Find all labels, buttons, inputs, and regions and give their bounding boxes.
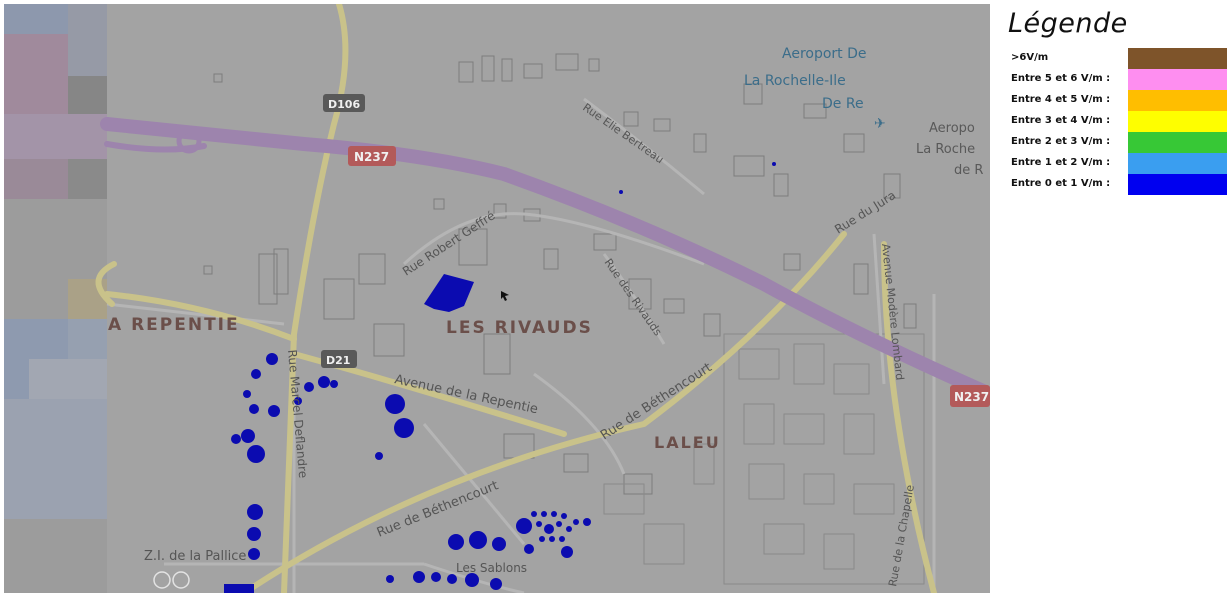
legend-swatch (1128, 48, 1227, 69)
legend-item-label: Entre 0 et 1 V/m : (1011, 178, 1111, 189)
legend: Légende >6V/m Entre 5 et 6 V/m : Entre 4… (1005, 8, 1227, 208)
measurement-points-0-1 (224, 162, 776, 593)
label-n237-east: N237 (954, 390, 989, 404)
legend-item: Entre 5 et 6 V/m : (1005, 69, 1227, 90)
legend-item: Entre 4 et 5 V/m : (1005, 90, 1227, 111)
legend-item: >6V/m (1005, 48, 1227, 69)
legend-item-label: Entre 3 et 4 V/m : (1011, 115, 1111, 126)
legend-swatch (1128, 90, 1227, 111)
label-d21: D21 (326, 354, 350, 367)
label-n237: N237 (354, 150, 389, 164)
label-airport-1: Aeroport De (782, 46, 867, 62)
legend-swatch (1128, 69, 1227, 90)
legend-item: Entre 1 et 2 V/m : (1005, 153, 1227, 174)
label-airport2-2: La Roche (916, 142, 975, 157)
label-airport2-3: de R (954, 163, 983, 178)
legend-item-label: >6V/m (1011, 52, 1049, 63)
road-shields (321, 94, 990, 407)
legend-swatch (1128, 111, 1227, 132)
airport-icon: ✈ (874, 116, 886, 132)
main-roads (95, 4, 937, 593)
legend-item-label: Entre 1 et 2 V/m : (1011, 157, 1111, 168)
label-la-repentie: A REPENTIE (108, 315, 240, 335)
legend-item: Entre 2 et 3 V/m : (1005, 132, 1227, 153)
legend-swatch (1128, 153, 1227, 174)
legend-item: Entre 3 et 4 V/m : (1005, 111, 1227, 132)
label-airport2-1: Aeropo (929, 121, 975, 136)
label-laleu: LALEU (654, 433, 721, 452)
tanks (153, 571, 190, 589)
label-zi-pallice: Z.I. de la Pallice (144, 549, 246, 564)
highway-n237 (100, 117, 990, 401)
cursor-icon (501, 291, 509, 301)
label-d106: D106 (328, 98, 360, 111)
legend-item-label: Entre 5 et 6 V/m : (1011, 73, 1111, 84)
legend-title: Légende (1008, 8, 1128, 39)
legend-item-label: Entre 2 et 3 V/m : (1011, 136, 1111, 147)
label-airport-2: La Rochelle-Ile (744, 73, 846, 89)
map-background (4, 4, 990, 593)
label-les-sablons: Les Sablons (456, 561, 527, 575)
label-les-rivauds: LES RIVAUDS (446, 318, 593, 338)
coverage-tiles (4, 4, 107, 593)
town-blocks (603, 333, 925, 585)
legend-item-label: Entre 4 et 5 V/m : (1011, 94, 1111, 105)
label-airport-3: De Re (822, 96, 864, 112)
legend-swatch (1128, 174, 1227, 195)
legend-item: Entre 0 et 1 V/m : (1005, 174, 1227, 195)
legend-swatch (1128, 132, 1227, 153)
minor-roads (106, 97, 936, 593)
exposure-map[interactable]: Aeroport De La Rochelle-Ile De Re ✈ Aero… (4, 4, 990, 593)
